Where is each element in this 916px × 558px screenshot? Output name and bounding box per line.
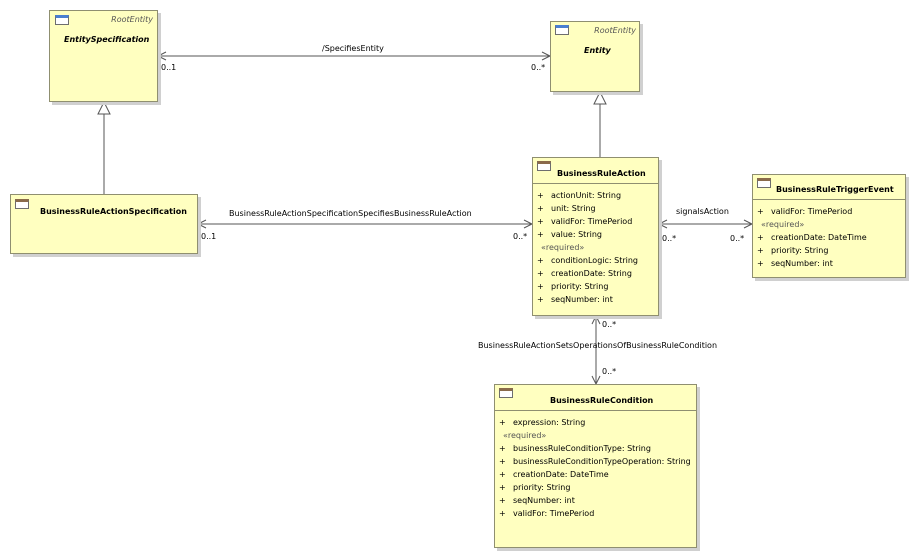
class-business-rule-condition[interactable]: BusinessRuleCondition +expression: Strin… <box>494 384 697 548</box>
association-sets-operations[interactable] <box>591 314 601 386</box>
attribute: +seqNumber: int <box>537 295 613 304</box>
attribute: +unit: String <box>537 204 596 213</box>
multiplicity-label: 0..* <box>602 320 617 329</box>
attribute-list: +validFor: TimePeriod «required» +creati… <box>757 205 867 270</box>
attribute: +priority: String <box>537 282 609 291</box>
multiplicity-label: 0..* <box>730 234 745 243</box>
class-icon <box>537 161 551 171</box>
attribute: +conditionLogic: String <box>537 256 639 265</box>
compartment-divider <box>753 199 905 200</box>
association-signals-action[interactable] <box>657 219 754 229</box>
class-business-rule-action[interactable]: BusinessRuleAction +actionUnit: String +… <box>532 157 659 316</box>
class-entity-specification[interactable]: RootEntity EntitySpecification <box>49 10 158 102</box>
class-name: BusinessRuleAction <box>557 169 646 178</box>
class-name: BusinessRuleTriggerEvent <box>776 185 894 194</box>
association-label-spec-specifies-action: BusinessRuleActionSpecificationSpecifies… <box>229 209 472 218</box>
association-label-sets-operations: BusinessRuleActionSetsOperationsOfBusine… <box>478 341 718 350</box>
required-stereotype: «required» <box>761 220 805 229</box>
class-entity[interactable]: RootEntity Entity <box>550 21 640 92</box>
class-icon <box>55 15 69 25</box>
attribute: +priority: String <box>757 246 829 255</box>
class-name: BusinessRuleCondition <box>550 396 654 405</box>
attribute: +expression: String <box>499 418 586 427</box>
stereotype-label: RootEntity <box>111 15 153 24</box>
attribute: +validFor: TimePeriod <box>537 217 633 226</box>
required-stereotype: «required» <box>503 431 547 440</box>
attribute: +seqNumber: int <box>757 259 833 268</box>
attribute: +creationDate: String <box>537 269 632 278</box>
class-business-rule-trigger-event[interactable]: BusinessRuleTriggerEvent +validFor: Time… <box>752 174 906 278</box>
attribute: +businessRuleConditionType: String <box>499 444 651 453</box>
attribute: +creationDate: DateTime <box>499 470 609 479</box>
attribute: +creationDate: DateTime <box>757 233 867 242</box>
class-name: EntitySpecification <box>64 35 150 44</box>
class-name: Entity <box>584 46 611 55</box>
class-icon <box>757 178 771 188</box>
multiplicity-label: 0..* <box>513 232 528 241</box>
class-icon <box>499 388 513 398</box>
multiplicity-label: 0..* <box>602 367 617 376</box>
association-label-specifies-entity: /SpecifiesEntity <box>322 44 384 53</box>
stereotype-label: RootEntity <box>594 26 636 35</box>
multiplicity-label: 0..1 <box>161 63 177 72</box>
attribute: +validFor: TimePeriod <box>757 207 853 216</box>
attribute-list: +actionUnit: String +unit: String +valid… <box>537 189 638 306</box>
class-business-rule-action-specification[interactable]: BusinessRuleActionSpecification <box>10 194 198 254</box>
multiplicity-label: 0..* <box>531 63 546 72</box>
required-stereotype: «required» <box>541 243 585 252</box>
class-icon <box>15 199 29 209</box>
generalization-spec-to-entityspec[interactable] <box>97 100 111 194</box>
association-spec-specifies-action[interactable] <box>196 219 534 229</box>
class-name: BusinessRuleActionSpecification <box>40 207 187 216</box>
class-icon <box>555 25 569 35</box>
attribute: +value: String <box>537 230 602 239</box>
multiplicity-label: 0..* <box>662 234 677 243</box>
compartment-divider <box>533 183 658 184</box>
compartment-divider <box>495 410 696 411</box>
attribute: +businessRuleConditionTypeOperation: Str… <box>499 457 691 466</box>
attribute: +priority: String <box>499 483 571 492</box>
attribute: +seqNumber: int <box>499 496 575 505</box>
association-specifies-entity[interactable] <box>156 51 552 61</box>
attribute: +actionUnit: String <box>537 191 622 200</box>
association-label-signals-action: signalsAction <box>676 207 729 216</box>
generalization-action-to-entity[interactable] <box>593 90 607 157</box>
attribute-list: +expression: String «required» +business… <box>499 416 691 520</box>
attribute: +validFor: TimePeriod <box>499 509 595 518</box>
multiplicity-label: 0..1 <box>201 232 217 241</box>
